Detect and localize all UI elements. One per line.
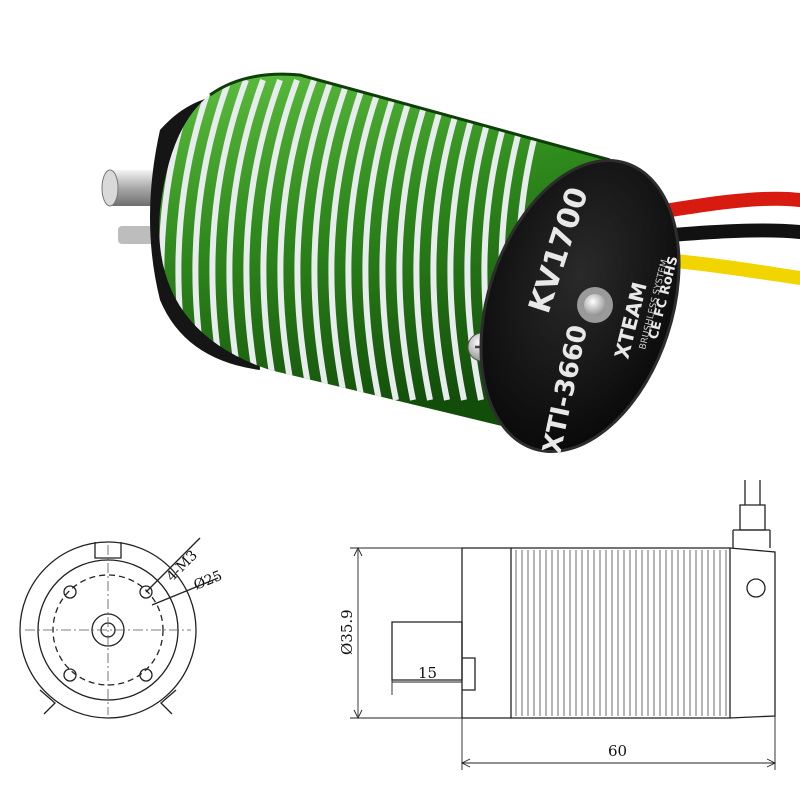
extension-lines: [350, 547, 462, 719]
bolt-hole: [139, 668, 153, 682]
front-collar: [461, 547, 512, 719]
bolt-hole: [63, 668, 77, 682]
shaft-step: [462, 657, 476, 691]
cooling-fin: [277, 78, 317, 401]
housing-fins: [515, 550, 727, 716]
front-view-drawing: [19, 537, 219, 719]
cooling-fin: [430, 78, 470, 401]
cooling-fin: [260, 78, 300, 401]
center-lines: [25, 545, 191, 715]
cooling-fin: [243, 78, 283, 401]
side-screw-drawing: [746, 578, 766, 598]
cooling-fin: [413, 78, 453, 401]
bolt-hole: [139, 585, 153, 599]
cable-gland: [739, 504, 766, 531]
end-cap: KV1700 XTI-3660 XTEAM BRUSHLESS SYSTEM C…: [479, 159, 681, 456]
cooling-fin: [311, 78, 351, 401]
cooling-fin: [345, 78, 385, 401]
finned-housing: [511, 547, 731, 719]
leader-circle: [151, 577, 219, 606]
motor-photo: KV1700 XTI-3660 XTEAM BRUSHLESS SYSTEM C…: [101, 72, 800, 456]
bottom-notches: [39, 689, 177, 715]
diameter-label: Ø35.9: [338, 609, 356, 655]
leader-bolts: [145, 537, 201, 593]
cooling-fin: [396, 78, 436, 401]
overall-length-label: 60: [608, 742, 627, 760]
outer-circle: [19, 541, 197, 719]
end-cap-profile: [729, 547, 776, 719]
gland-base: [732, 529, 771, 548]
cable: [744, 480, 761, 505]
cooling-fin: [294, 78, 334, 401]
bolt-circle-label: Ø25: [192, 568, 225, 594]
shaft-length-label: 15: [418, 664, 437, 682]
cooling-fin: [328, 78, 368, 401]
side-view-drawing: [350, 480, 777, 770]
cooling-fin: [362, 78, 402, 401]
bolt-hole: [63, 585, 77, 599]
cooling-fin: [379, 78, 419, 401]
